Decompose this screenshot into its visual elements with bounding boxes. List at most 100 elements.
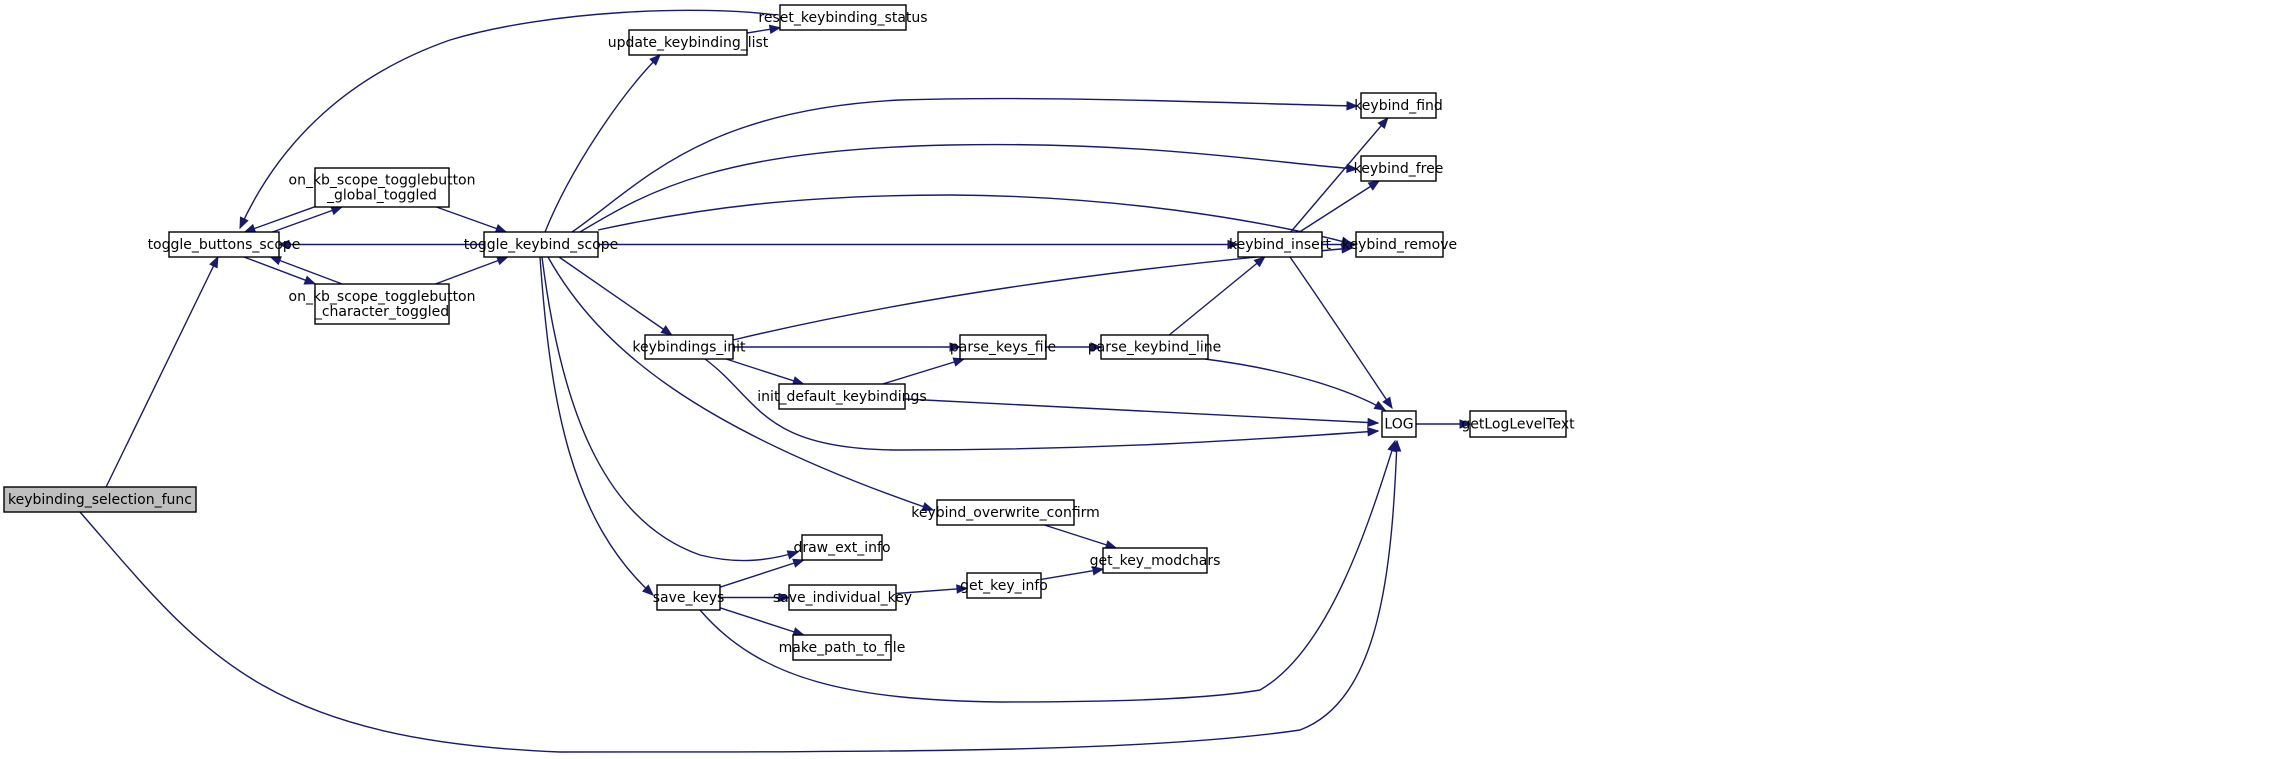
edge-line xyxy=(719,607,804,636)
node-on_kb_scope_togglebutton_global_toggled[interactable]: on_kb_scope_togglebutton_global_toggled xyxy=(289,167,476,208)
node-toggle_buttons_scope[interactable]: toggle_buttons_scope xyxy=(148,231,301,258)
node-box xyxy=(788,584,897,611)
arrowhead-icon xyxy=(277,239,290,250)
node-update_keybinding_list[interactable]: update_keybinding_list xyxy=(608,29,769,56)
arrowhead-icon xyxy=(649,54,661,66)
edge-line xyxy=(243,256,316,285)
edge-line xyxy=(882,358,965,385)
edge-save_keys-to-LOG xyxy=(699,439,1397,703)
node-save_keys[interactable]: save_keys xyxy=(653,584,725,611)
edge-save_keys-to-make_path_to_file xyxy=(719,607,805,637)
node-label: keybind_free xyxy=(1354,161,1444,177)
node-box xyxy=(1355,231,1444,258)
edge-on_kb_scope_togglebutton_global_toggled-to-toggle_buttons_scope xyxy=(243,206,316,233)
node-label: update_keybinding_list xyxy=(608,35,769,51)
node-label: parse_keys_file xyxy=(950,340,1056,356)
edge-keybinding_selection_func-to-LOG xyxy=(79,439,1402,753)
edge-line xyxy=(1044,524,1117,549)
arrowhead-icon xyxy=(1373,400,1387,411)
arrowhead-icon xyxy=(1367,180,1381,191)
node-box xyxy=(1102,547,1208,574)
edge-reset_keybinding_status-to-toggle_buttons_scope xyxy=(239,9,777,230)
edge-line xyxy=(272,206,343,233)
node-reset_keybinding_status[interactable]: reset_keybinding_status xyxy=(758,4,928,31)
node-label: save_keys xyxy=(653,590,725,606)
node-label: _character_toggled xyxy=(314,304,449,320)
node-box xyxy=(168,231,280,258)
arrowhead-icon xyxy=(1367,426,1380,437)
arrowhead-icon xyxy=(1345,239,1358,250)
node-draw_ext_info[interactable]: draw_ext_info xyxy=(793,534,891,561)
edge-keybind_insert-to-keybind_free xyxy=(1299,180,1381,233)
arrowhead-icon xyxy=(1346,101,1359,111)
node-parse_keybind_line[interactable]: parse_keybind_line xyxy=(1088,334,1221,360)
arrowhead-icon xyxy=(496,256,509,266)
edge-line xyxy=(699,440,1396,703)
node-box xyxy=(778,383,906,410)
node-keybind_insert[interactable]: keybind_insert xyxy=(1229,231,1331,258)
edge-toggle_keybind_scope-to-keybind_find xyxy=(571,97,1359,233)
node-toggle_keybind_scope[interactable]: toggle_keybind_scope xyxy=(464,231,618,258)
arrowhead-icon xyxy=(786,550,800,560)
edge-parse_keybind_line-to-LOG xyxy=(1204,358,1387,411)
node-LOG[interactable]: LOG xyxy=(1381,410,1417,438)
node-init_default_keybindings[interactable]: init_default_keybindings xyxy=(757,383,927,410)
edge-line xyxy=(1290,117,1389,233)
node-box xyxy=(1381,410,1417,438)
node-on_kb_scope_togglebutton_character_toggled[interactable]: on_kb_scope_togglebutton_character_toggl… xyxy=(289,283,476,325)
arrowhead-icon xyxy=(660,325,673,336)
edge-line xyxy=(547,256,934,511)
node-label: keybind_find xyxy=(1354,98,1443,114)
node-box xyxy=(3,486,197,513)
node-box xyxy=(628,29,748,56)
node-label: on_kb_scope_togglebutton xyxy=(289,289,476,305)
node-get_key_modchars[interactable]: get_key_modchars xyxy=(1090,547,1221,574)
edge-on_kb_scope_togglebutton_character_toggled-to-toggle_keybind_scope xyxy=(435,256,509,285)
arrowhead-icon xyxy=(1091,566,1105,576)
edge-line xyxy=(571,97,1358,233)
node-keybindings_init[interactable]: keybindings_init xyxy=(632,334,746,360)
node-keybind_remove[interactable]: keybind_remove xyxy=(1342,231,1457,258)
arrowhead-icon xyxy=(642,584,654,596)
arrowhead-icon xyxy=(778,592,791,603)
edge-save_keys-to-save_individual_key xyxy=(720,592,791,603)
node-label: on_kb_scope_togglebutton xyxy=(289,173,476,189)
edge-keybinding_selection_func-to-toggle_buttons_scope xyxy=(105,255,219,488)
node-label: _global_toggled xyxy=(326,188,437,204)
node-box xyxy=(959,334,1047,360)
node-box xyxy=(483,231,599,258)
node-getLogLevelText[interactable]: getLogLevelText xyxy=(1461,410,1575,438)
node-box xyxy=(1360,92,1437,119)
arrowhead-icon xyxy=(269,256,282,266)
arrowhead-icon xyxy=(1090,342,1103,352)
edges-layer xyxy=(79,9,1472,753)
edge-save_individual_key-to-get_key_info xyxy=(895,584,969,595)
arrowhead-icon xyxy=(1377,116,1389,130)
node-box xyxy=(1100,334,1209,360)
node-get_key_info[interactable]: get_key_info xyxy=(960,572,1048,599)
node-make_path_to_file[interactable]: make_path_to_file xyxy=(779,634,906,661)
node-keybind_overwrite_confirm[interactable]: keybind_overwrite_confirm xyxy=(911,499,1100,526)
node-label: draw_ext_info xyxy=(793,540,890,556)
node-label: keybind_remove xyxy=(1342,237,1457,253)
node-keybinding_selection_func[interactable]: keybinding_selection_func xyxy=(3,486,197,513)
edge-line xyxy=(435,256,508,285)
edge-get_key_info-to-get_key_modchars xyxy=(1040,566,1105,581)
node-parse_keys_file[interactable]: parse_keys_file xyxy=(950,334,1056,360)
node-save_individual_key[interactable]: save_individual_key xyxy=(773,584,912,611)
node-box xyxy=(966,572,1042,599)
node-box xyxy=(801,534,883,561)
node-label: init_default_keybindings xyxy=(757,389,926,405)
node-keybind_find[interactable]: keybind_find xyxy=(1354,92,1443,119)
edge-line xyxy=(1299,180,1380,233)
edge-line xyxy=(725,358,804,385)
edge-update_keybinding_list-to-reset_keybinding_status xyxy=(746,24,782,35)
arrowhead-icon xyxy=(494,224,508,233)
edge-init_default_keybindings-to-parse_keys_file xyxy=(882,357,966,385)
edge-parse_keys_file-to-parse_keybind_line xyxy=(1046,342,1103,352)
node-keybind_free[interactable]: keybind_free xyxy=(1354,155,1444,182)
node-box xyxy=(1360,155,1437,182)
arrowhead-icon xyxy=(239,216,249,230)
node-box xyxy=(779,4,907,31)
